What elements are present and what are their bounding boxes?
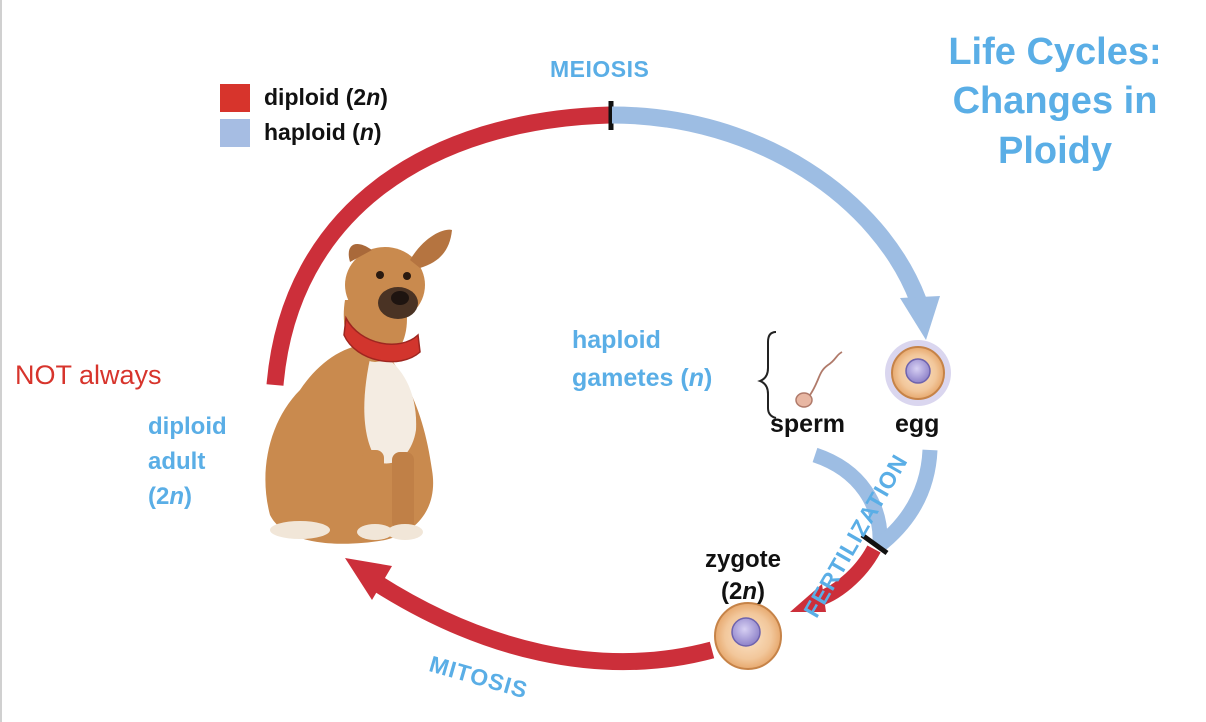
label-meiosis: MEIOSIS bbox=[550, 56, 650, 82]
egg-path bbox=[875, 449, 938, 551]
zygote-icon bbox=[714, 602, 782, 670]
legend: diploid (2n) haploid (n) bbox=[220, 80, 388, 150]
legend-label-diploid: diploid (2n) bbox=[264, 84, 388, 110]
label-zygote: zygote (2n) bbox=[704, 546, 781, 606]
sperm-path bbox=[812, 447, 888, 546]
label-haploid-gametes: haploid gametes (n) bbox=[572, 326, 713, 392]
legend-swatch-diploid bbox=[220, 83, 250, 112]
fertilization-tick bbox=[860, 532, 889, 556]
label-egg: egg bbox=[895, 410, 940, 438]
label-not-always: NOT always bbox=[15, 360, 162, 390]
legend-row-diploid: diploid (2n) bbox=[220, 80, 388, 115]
egg-icon bbox=[885, 340, 951, 406]
diploid-arc-adult bbox=[266, 106, 611, 386]
slide-left-border bbox=[0, 0, 2, 722]
mitosis-arrowhead bbox=[345, 558, 392, 600]
label-sperm: sperm bbox=[770, 410, 846, 438]
title-line-3: Ploidy bbox=[997, 129, 1113, 172]
sperm-icon bbox=[795, 351, 843, 408]
title-line-1: Life Cycles: bbox=[948, 31, 1162, 73]
gametes-brace bbox=[757, 331, 777, 419]
haploid-arrowhead-egg bbox=[900, 296, 940, 340]
legend-label-haploid: haploid (n) bbox=[264, 119, 382, 145]
haploid-arc-meiosis bbox=[611, 106, 926, 304]
title-line-2: Changes in bbox=[952, 80, 1158, 123]
legend-row-haploid: haploid (n) bbox=[220, 115, 388, 150]
label-diploid-adult: diploid adult (2n) bbox=[148, 413, 227, 510]
dog-illustration bbox=[265, 229, 452, 544]
slide-title: Life Cycles: Changes in Ploidy bbox=[930, 28, 1180, 176]
legend-swatch-haploid bbox=[220, 118, 250, 147]
mitosis-arc bbox=[367, 572, 715, 671]
diploid-arrowhead-zygote bbox=[790, 584, 826, 612]
